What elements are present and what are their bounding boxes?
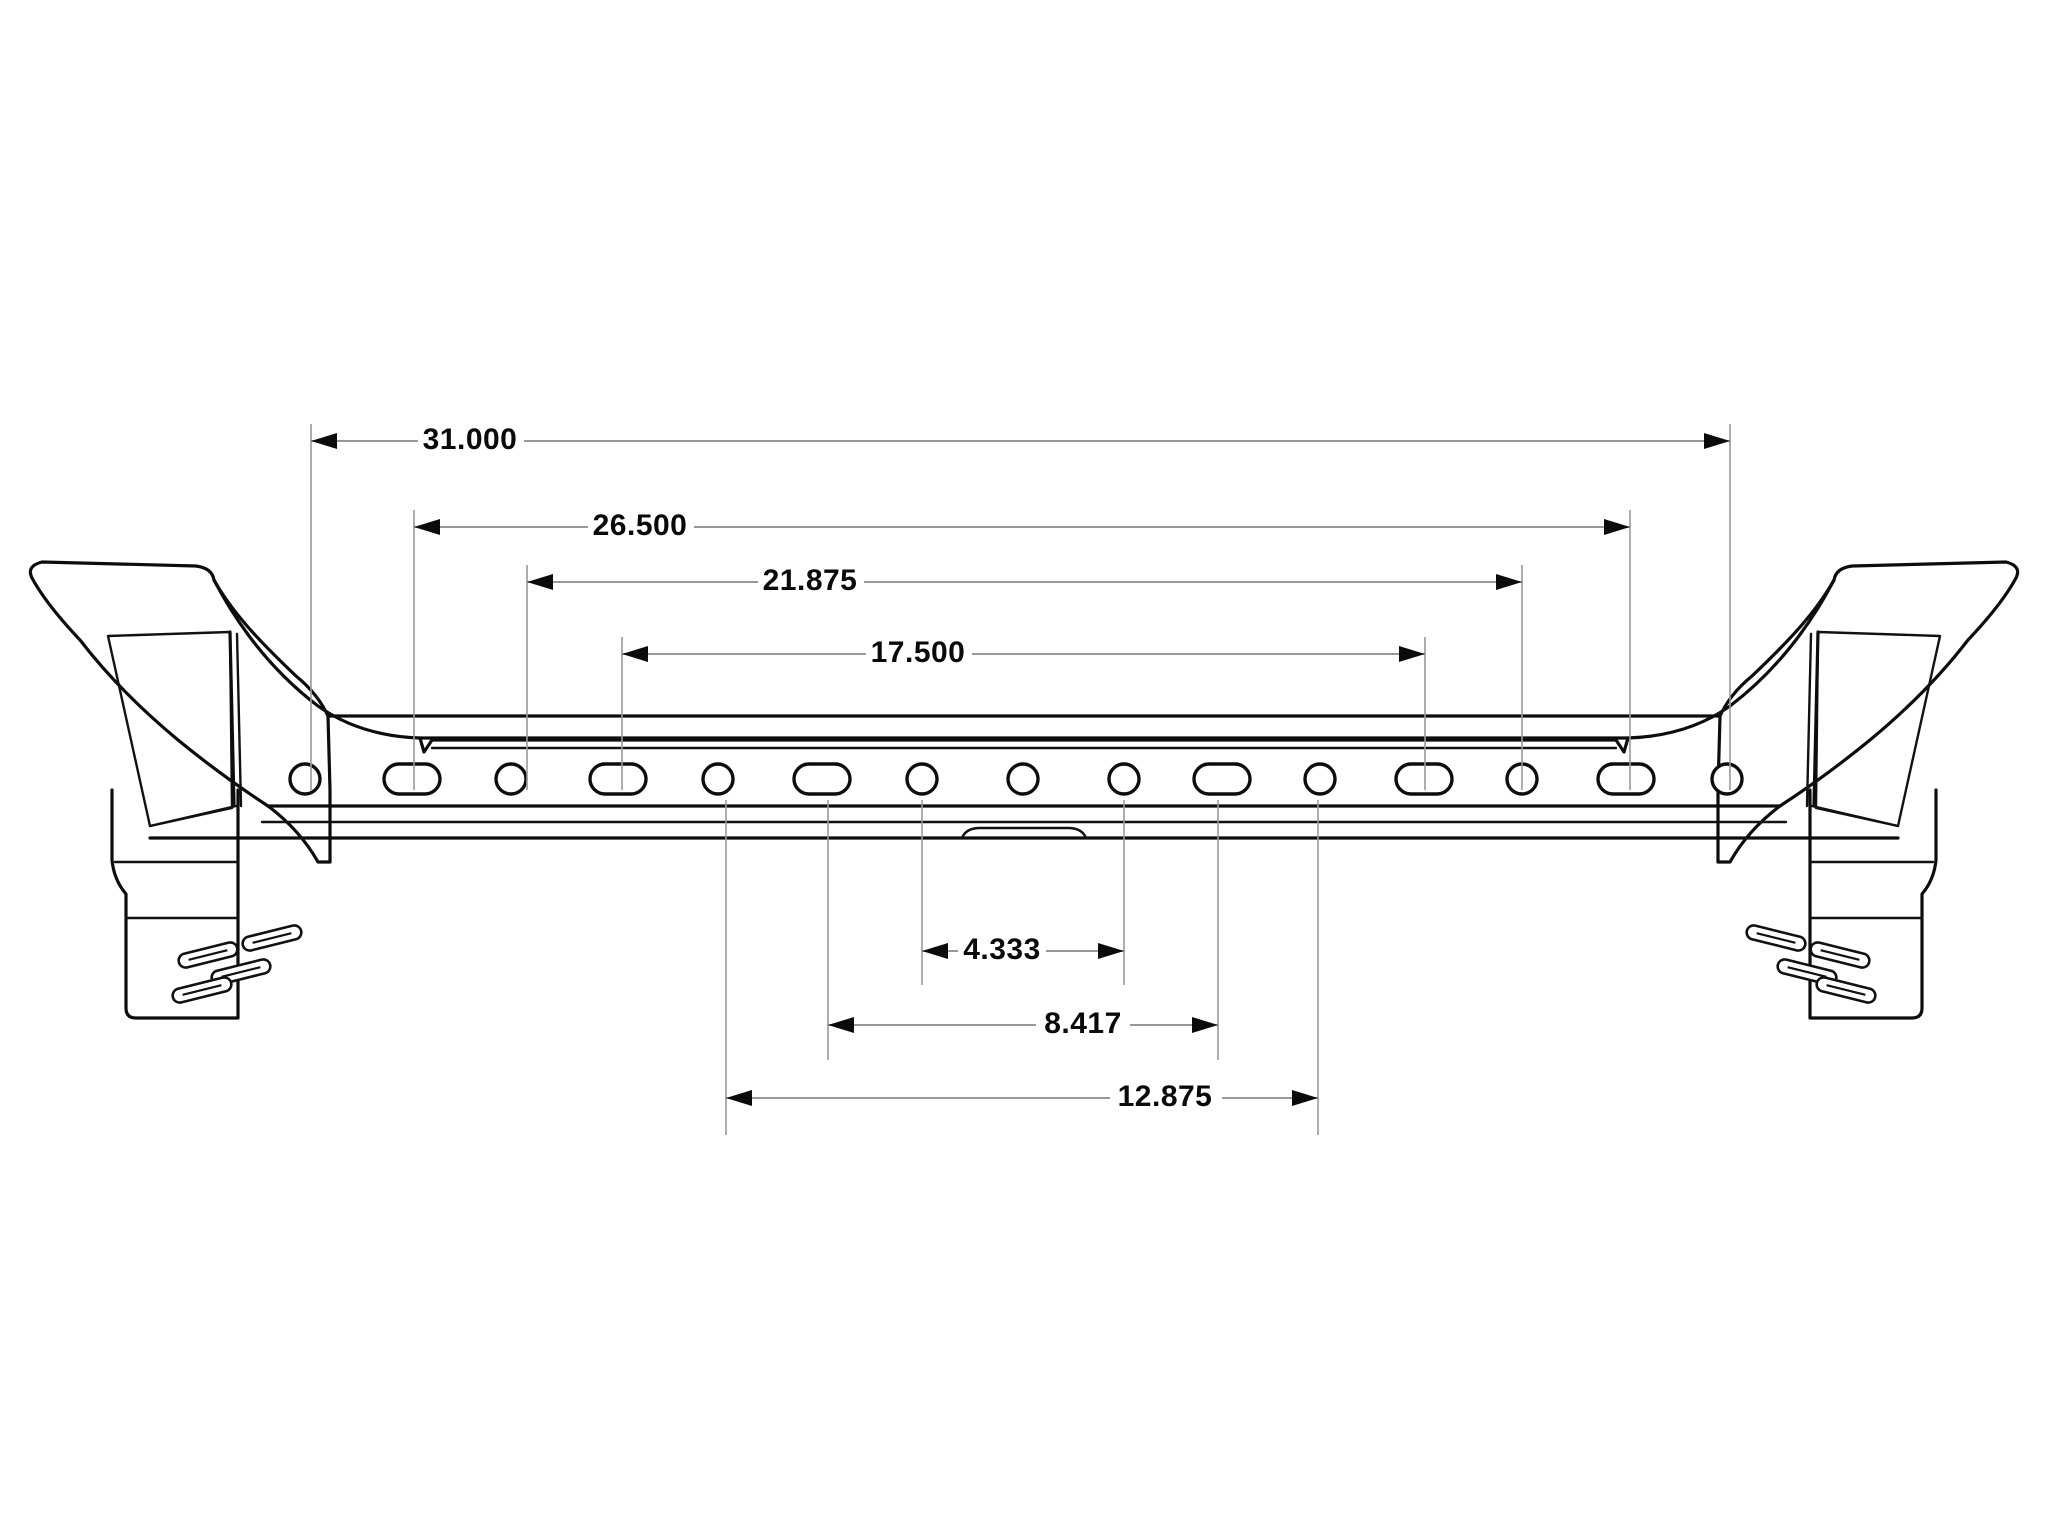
bottom-center-tab (960, 826, 1088, 840)
left-bracket-assembly (28, 560, 332, 1020)
right-foot-slot-3-center (1787, 966, 1827, 978)
slot-wide (588, 762, 648, 796)
right-bracket-assembly (1716, 560, 2020, 1020)
left-leg-outline (110, 788, 240, 1020)
left-foot-slot-2-center (252, 932, 292, 944)
dimension-12875: 12.875 (726, 1080, 1318, 1113)
dim-12875-value: 12.875 (1118, 1080, 1213, 1113)
dim-4333-arrow-left (922, 943, 948, 959)
dimension-31000: 31.000 (311, 423, 1730, 456)
slot-wide (1596, 762, 1656, 796)
right-leg-outline (1808, 788, 1938, 1020)
right-gusset-fold-edge (1812, 630, 1820, 806)
slot-narrow (1303, 762, 1337, 796)
dim-26500-value: 26.500 (593, 509, 688, 542)
dimension-21875: 21.875 (527, 564, 1522, 597)
slot-narrow (288, 762, 322, 796)
dim-8417-arrow-left (828, 1017, 854, 1033)
extension-lines-group (310, 424, 1731, 1135)
dim-8417-value: 8.417 (1044, 1007, 1122, 1040)
center-crossbar (148, 578, 1900, 840)
left-gusset-bottom-fold (148, 804, 238, 828)
dim-21875-arrow-left (527, 574, 553, 590)
right-foot-slot-4-center (1826, 984, 1866, 996)
dim-12875-arrow-right (1292, 1090, 1318, 1106)
left-gusset-fold-edge (228, 630, 236, 806)
right-foot-slot-2-center (1756, 932, 1796, 944)
dim-12875-arrow-left (726, 1090, 752, 1106)
crossbar-top-sweep-left (212, 578, 422, 740)
dim-8417-arrow-right (1192, 1017, 1218, 1033)
dim-31000-value: 31.000 (423, 423, 518, 456)
slot-wide (1192, 762, 1252, 796)
dim-4333-value: 4.333 (963, 933, 1041, 966)
slot-narrow (494, 762, 528, 796)
left-foot-slot-3-center (221, 966, 261, 978)
dim-4333-arrow-right (1098, 943, 1124, 959)
crossbar-slot-row (288, 762, 1744, 796)
slot-wide (382, 762, 442, 796)
right-foot-slot-1-center (1820, 949, 1860, 961)
right-gusset-fold-edge-2 (1805, 632, 1813, 808)
dimension-17500: 17.500 (622, 636, 1425, 669)
dim-17500-arrow-right (1399, 646, 1425, 662)
dim-31000-arrow-left (311, 433, 337, 449)
slot-narrow (1107, 762, 1141, 796)
left-foot-slot-4-center (182, 984, 222, 996)
left-foot-slot-1-center (188, 949, 228, 961)
dim-26500-arrow-left (414, 519, 440, 535)
dim-17500-value: 17.500 (871, 636, 966, 669)
slot-narrow (701, 762, 735, 796)
dim-17500-arrow-left (622, 646, 648, 662)
dim-21875-arrow-right (1496, 574, 1522, 590)
dimension-8417: 8.417 (828, 1007, 1218, 1040)
right-foot-slot-group (1745, 924, 1877, 1004)
right-wing-outer-outline (1716, 560, 2020, 864)
dim-21875-value: 21.875 (763, 564, 858, 597)
dimension-4333: 4.333 (922, 933, 1124, 966)
dim-26500-arrow-right (1604, 519, 1630, 535)
slot-narrow (1710, 762, 1744, 796)
slot-narrow (1006, 762, 1040, 796)
dimension-26500: 26.500 (414, 509, 1630, 542)
crossbar-upper-rail (418, 736, 1630, 754)
slot-narrow (905, 762, 939, 796)
left-wing-outer-outline (28, 560, 332, 864)
left-gusset-fold-edge-2 (235, 632, 243, 808)
left-foot-slot-group (171, 924, 303, 1004)
slot-wide (1394, 762, 1454, 796)
dim-31000-arrow-right (1704, 433, 1730, 449)
slot-wide (792, 762, 852, 796)
right-gusset-bottom-fold (1810, 804, 1900, 828)
